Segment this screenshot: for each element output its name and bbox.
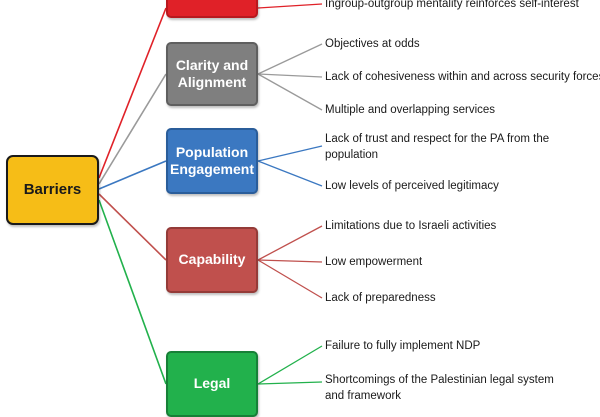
connector-lines: [98, 3, 323, 385]
leaf-item-capability-1: Limitations due to Israeli activities: [325, 220, 497, 232]
category-box-clarity: Clarity and Alignment: [166, 42, 258, 106]
connector-root-to-clarity: [98, 73, 167, 185]
category-box-capability: Capability: [166, 227, 258, 293]
category-box-legal: Legal: [166, 351, 258, 417]
connector-red-item-1: [257, 3, 323, 9]
category-label-legal: Legal: [193, 375, 231, 392]
leaf-item-clarity-3: Multiple and overlapping services: [325, 104, 496, 116]
leaf-item-legal-2: Shortcomings of the Palestinian legal sy…: [325, 374, 554, 402]
connector-population-item-1: [257, 145, 323, 162]
leaf-item-legal-1: Failure to fully implement NDP: [325, 340, 481, 352]
leaf-item-capability-2: Low empowerment: [325, 256, 423, 268]
connector-clarity-item-3: [257, 73, 323, 111]
leaf-item-capability-3: Lack of preparedness: [325, 292, 436, 304]
connector-root-to-population: [98, 160, 167, 190]
connector-legal-item-2: [257, 381, 323, 385]
connector-root-to-legal: [98, 199, 167, 385]
leaf-item-population-2: Low levels of perceived legitimacy: [325, 180, 499, 192]
leaf-item-red-1: Ingroup-outgroup mentality reinforces se…: [325, 0, 579, 10]
connector-root-to-red: [98, 7, 167, 179]
category-label-capability: Capability: [178, 251, 246, 268]
connector-capability-item-1: [257, 225, 323, 261]
root-label: Barriers: [23, 180, 82, 198]
category-label-clarity: Clarity and Alignment: [175, 56, 249, 91]
category-box-population: Population Engagement: [166, 128, 258, 194]
connector-population-item-2: [257, 160, 323, 187]
connector-capability-item-3: [257, 259, 323, 299]
leaf-item-clarity-2: Lack of cohesiveness within and across s…: [325, 71, 600, 83]
leaf-item-clarity-1: Objectives at odds: [325, 38, 420, 50]
root-node-barriers: Barriers: [6, 155, 99, 225]
connector-clarity-item-1: [257, 43, 323, 75]
connector-root-to-capability: [98, 193, 167, 261]
connector-clarity-item-2: [257, 73, 323, 78]
category-box-red: [166, 0, 258, 18]
category-label-population: Population Engagement: [169, 143, 254, 178]
connector-legal-item-1: [257, 345, 323, 385]
connector-capability-item-2: [257, 259, 323, 263]
leaf-item-population-1: Lack of trust and respect for the PA fro…: [325, 133, 550, 161]
